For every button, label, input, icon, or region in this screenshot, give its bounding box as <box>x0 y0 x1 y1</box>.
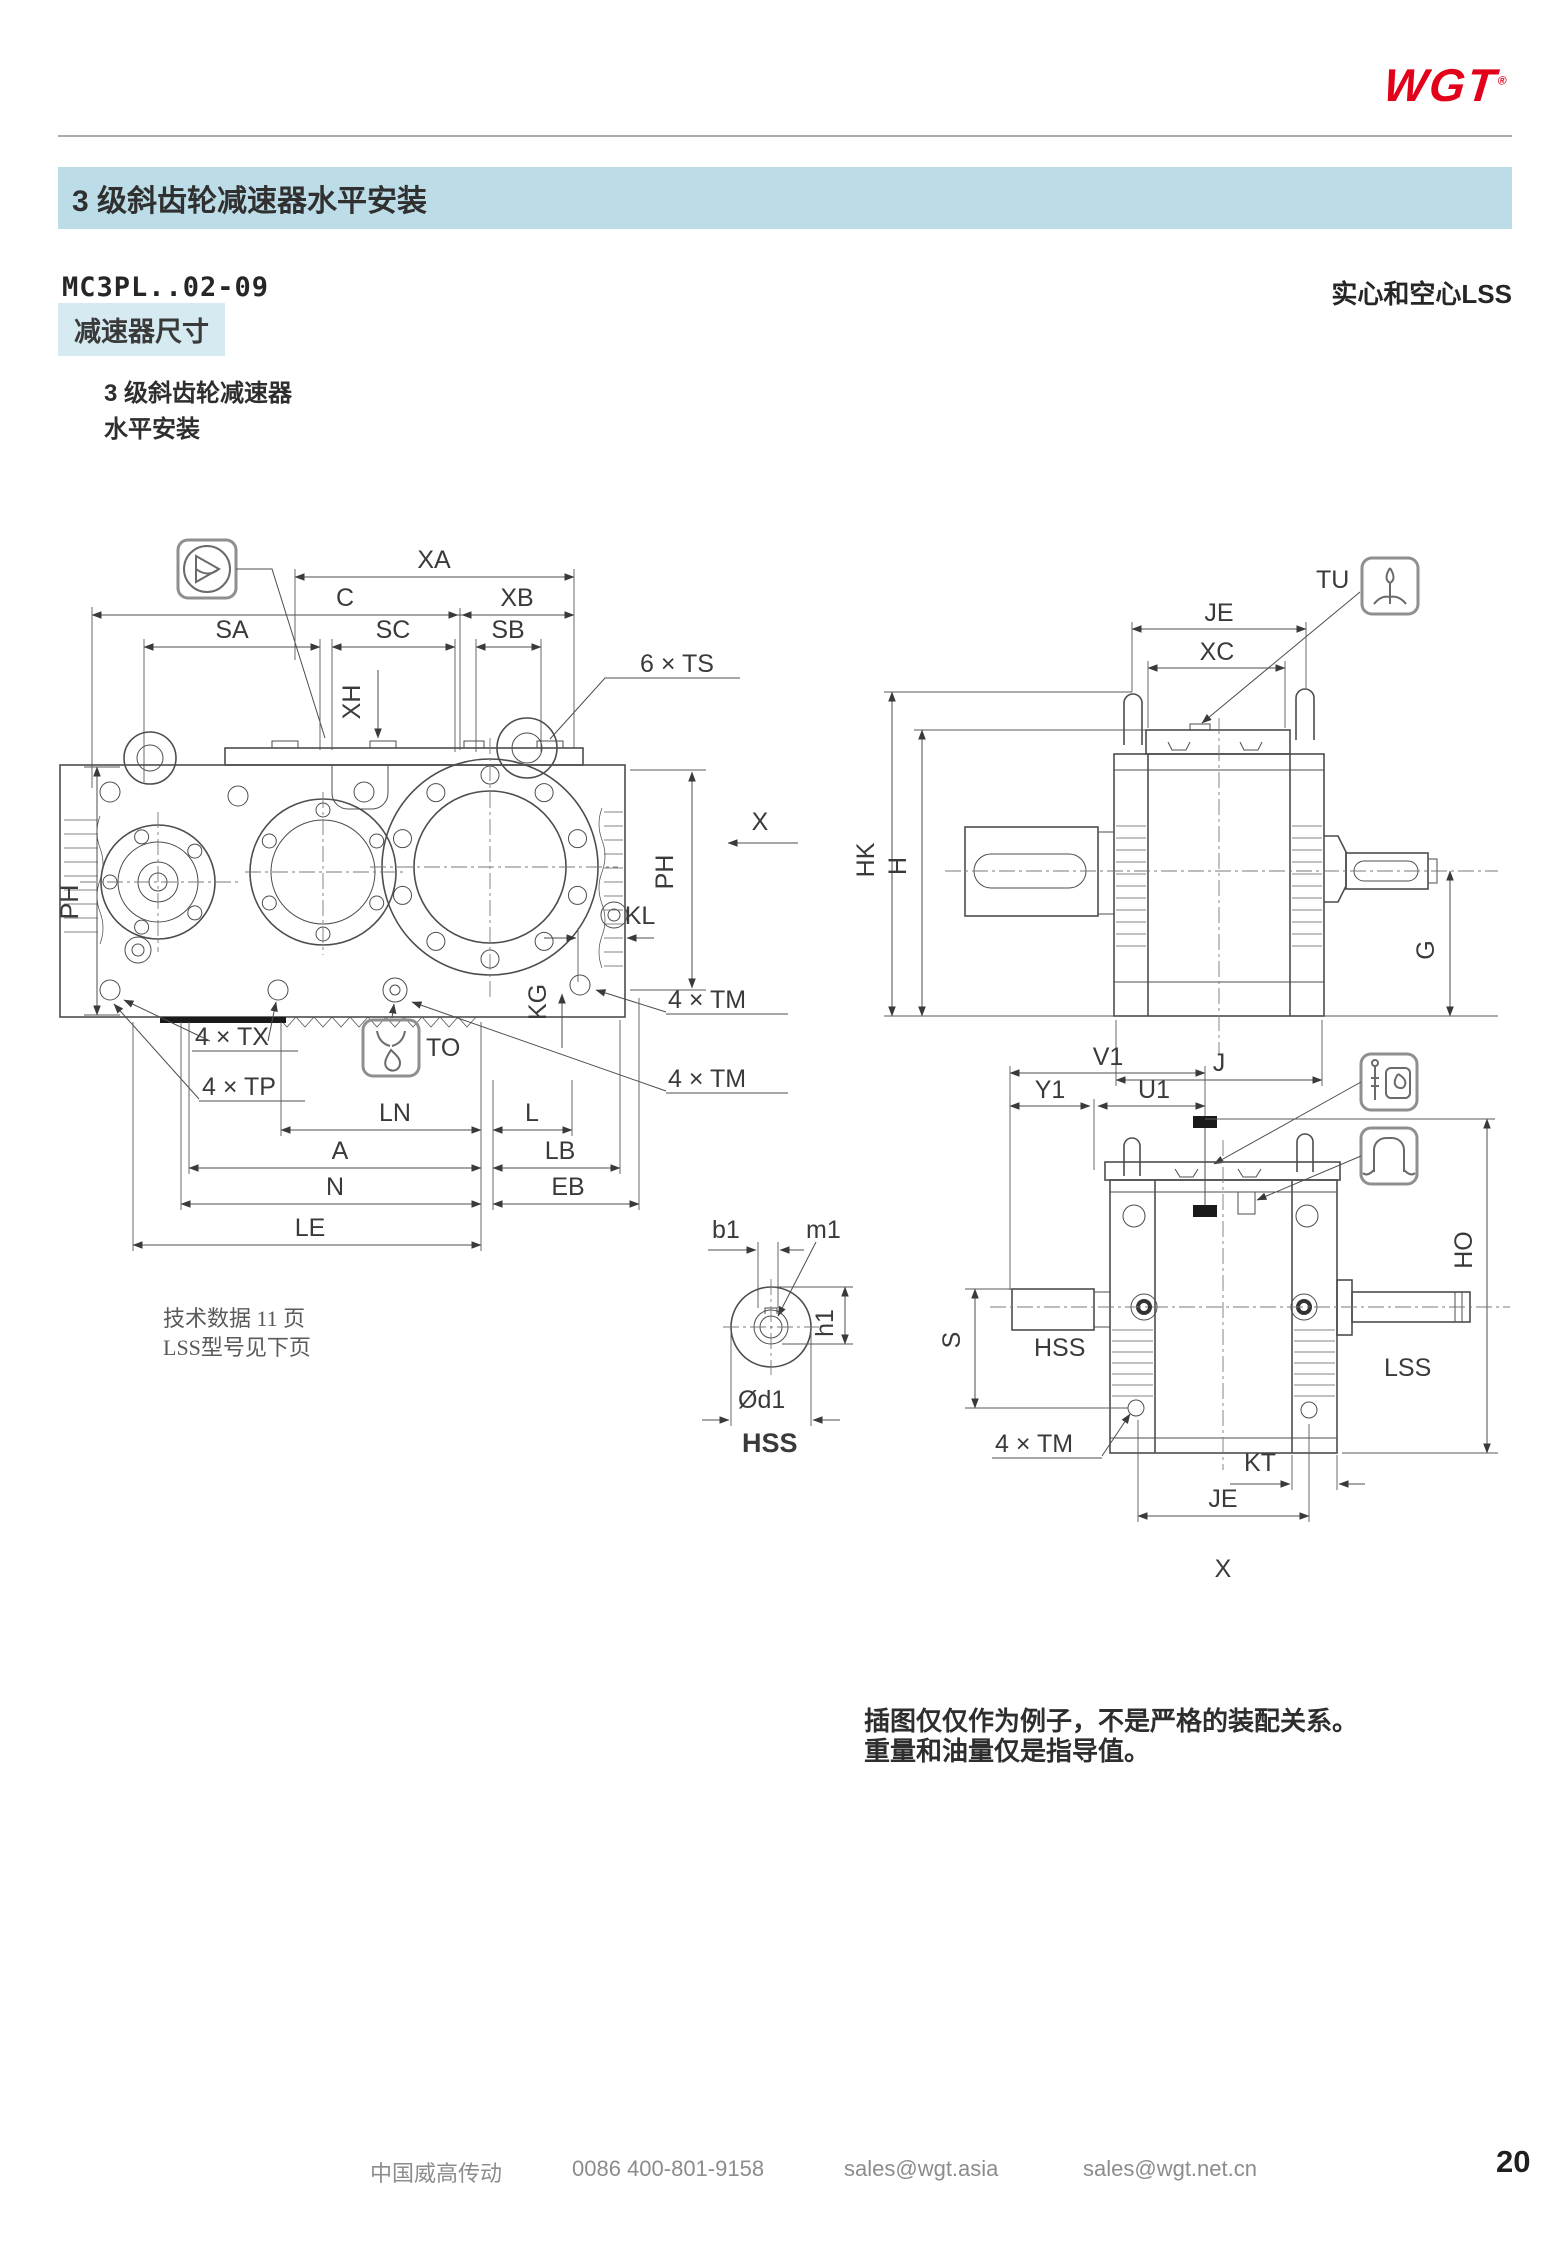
view-x-label: X <box>1215 1555 1232 1583</box>
wgt-logo: WGT® <box>1381 58 1511 112</box>
logo-reg-mark: ® <box>1497 73 1510 88</box>
dim-j: J <box>1213 1049 1226 1077</box>
dim-h: H <box>884 857 912 875</box>
shaft-detail-drawing: b1 m1 h1 Ød1 HSS <box>702 1216 853 1458</box>
dim-ts: 6 × TS <box>640 650 714 678</box>
dim-tp: 4 × TP <box>202 1073 276 1101</box>
side-right-bottom-dimensions: G J <box>1115 870 1454 1086</box>
dim-xa: XA <box>417 546 451 574</box>
caption-line2: 水平安装 <box>104 416 200 443</box>
label-hss-detail: HSS <box>742 1428 798 1458</box>
top-dimensions: XA C XB SA SC SB XH 6 × TS <box>91 546 740 788</box>
dim-d1: Ød1 <box>738 1386 785 1414</box>
dim-tx: 4 × TX <box>195 1023 269 1051</box>
oil-dipstick <box>1193 1116 1217 1217</box>
top-view-drawing: XA C XB SA SC SB XH 6 × TS <box>56 538 798 1251</box>
dim-kt: KT <box>1244 1449 1276 1477</box>
ho-dimension: HO <box>1205 1118 1498 1454</box>
dim-b1: b1 <box>712 1216 740 1244</box>
section-title-band: 3 级斜齿轮减速器水平安装 <box>58 167 1512 229</box>
tech-data-note: 技术数据 11 页 LSS型号见下页 <box>163 1304 311 1362</box>
dim-ph-right: PH <box>651 855 679 890</box>
dim-le: LE <box>295 1214 326 1242</box>
dim-tm-1: 4 × TM <box>668 986 746 1014</box>
footer-email-secondary: sales@wgt.net.cn <box>1083 2156 1257 2181</box>
header-rule <box>58 135 1512 137</box>
dim-xh: XH <box>338 685 366 720</box>
logo-text: WGT <box>1381 59 1501 111</box>
breather-vent-icon: TU <box>1201 556 1420 724</box>
dim-a: A <box>332 1137 349 1165</box>
mount-bottom-dimensions: S 4 × TM KT JE X <box>938 1288 1365 1583</box>
dim-lb: LB <box>545 1137 576 1165</box>
housing-mount-view: HSS LSS <box>990 1133 1510 1470</box>
side-view-drawing: TU JE XC HK H <box>852 556 1498 1086</box>
side-top-dimensions: JE XC <box>1131 599 1307 728</box>
model-code: MC3PL..02-09 <box>62 272 270 303</box>
oil-sight-glass-icon <box>176 538 326 739</box>
dim-eb: EB <box>551 1173 584 1201</box>
dim-to: TO <box>426 1034 460 1062</box>
dim-h1: h1 <box>811 1309 839 1337</box>
dim-je-mount: JE <box>1208 1485 1237 1513</box>
dim-m1: m1 <box>806 1216 841 1244</box>
dim-ln: LN <box>379 1099 411 1127</box>
dim-n: N <box>326 1173 344 1201</box>
bottom-dimensions: 4 × TX 4 × TP LN L A LB N <box>113 998 640 1251</box>
dim-ho: HO <box>1450 1231 1478 1269</box>
dim-g: G <box>1412 940 1440 959</box>
dim-kl: KL <box>625 902 656 930</box>
footer-company: 中国威高传动 <box>370 2161 503 2186</box>
disclaimer-note: 插图仅仅作为例子，不是严格的装配关系。 重量和油量仅是指导值。 <box>864 1706 1358 1766</box>
tech-note-line2: LSS型号见下页 <box>163 1335 311 1360</box>
dim-tu: TU <box>1316 566 1349 594</box>
housing-top-view <box>59 717 628 1028</box>
dim-xc: XC <box>1200 638 1235 666</box>
dim-kg: KG <box>524 984 552 1020</box>
tech-note-line1: 技术数据 11 页 <box>163 1306 306 1331</box>
dim-c: C <box>336 584 354 612</box>
mount-top-dimensions: V1 Y1 U1 <box>1009 1043 1206 1290</box>
section-title: 3 级斜齿轮减速器水平安装 <box>72 185 428 218</box>
footer-phone: 0086 400-801-9158 <box>572 2156 765 2181</box>
dim-l: L <box>525 1099 539 1127</box>
dim-ph-left: PH <box>56 885 84 920</box>
disclaimer-line1: 插图仅仅作为例子，不是严格的装配关系。 <box>864 1706 1359 1736</box>
drawing-caption: 3 级斜齿轮减速器 水平安装 <box>104 376 292 448</box>
page-number: 20 <box>1496 2144 1531 2179</box>
dim-sc: SC <box>376 616 411 644</box>
dim-tm-mount: 4 × TM <box>995 1430 1073 1458</box>
dim-u1: U1 <box>1138 1076 1170 1104</box>
footer-email-primary: sales@wgt.asia <box>844 2156 999 2181</box>
dim-xb: XB <box>500 584 533 612</box>
housing-side-view <box>945 688 1498 1054</box>
subsection-title: 减速器尺寸 <box>58 303 225 356</box>
shaft-detail: b1 m1 h1 Ød1 HSS <box>702 1216 853 1458</box>
caption-line1: 3 级斜齿轮减速器 <box>104 380 293 407</box>
dim-v1: V1 <box>1093 1043 1124 1071</box>
dim-s: S <box>938 1332 966 1349</box>
dim-y1: Y1 <box>1035 1076 1066 1104</box>
dim-tm-2: 4 × TM <box>668 1065 746 1093</box>
dim-sb: SB <box>491 616 524 644</box>
mounting-clamp-icon <box>1256 1126 1419 1201</box>
oil-dipstick-icon <box>1213 1052 1419 1165</box>
side-left-dimensions: HK H <box>852 691 1498 1017</box>
dim-hk: HK <box>852 842 880 877</box>
label-hss: HSS <box>1034 1334 1085 1362</box>
dim-je: JE <box>1204 599 1233 627</box>
disclaimer-line2: 重量和油量仅是指导值。 <box>864 1736 1151 1766</box>
side-dimensions: PH PH KL X 4 × TM 4 × TM KG <box>56 766 798 1094</box>
view-x-arrow-label: X <box>752 808 769 836</box>
label-lss: LSS <box>1384 1354 1431 1382</box>
shaft-variant: 实心和空心LSS <box>1331 279 1512 309</box>
oil-drain-icon: TO <box>361 1003 460 1078</box>
mounting-view-drawing: V1 Y1 U1 <box>938 1043 1510 1583</box>
dim-sa: SA <box>215 616 249 644</box>
